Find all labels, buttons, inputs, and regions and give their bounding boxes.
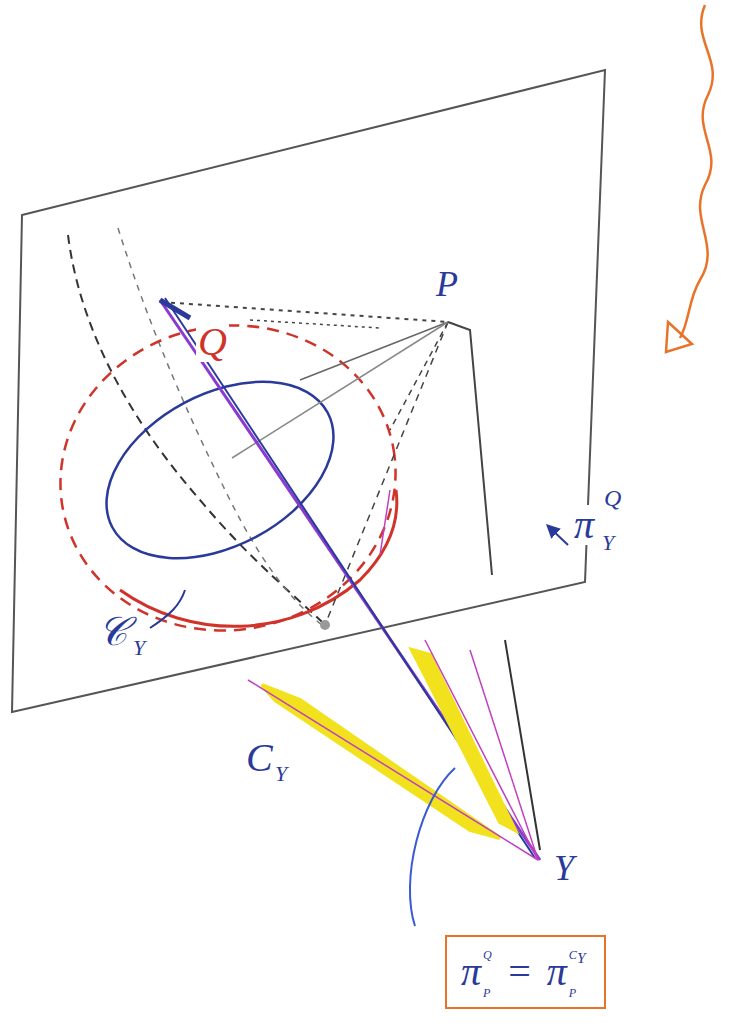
math-label: 𝒞 (96, 612, 129, 652)
projection-ray (162, 302, 448, 322)
formula-symbol: = (506, 949, 533, 994)
cone-edge (248, 680, 538, 860)
superscript: Q (483, 941, 492, 963)
math-label: Q (196, 322, 229, 362)
conic-q (36, 299, 420, 657)
script-stack: QP (483, 941, 492, 1001)
pointer (150, 590, 185, 628)
formula-group: πQP (461, 941, 492, 1001)
math-label: C (244, 738, 275, 778)
point-q (160, 300, 190, 318)
tangent-mark (380, 490, 390, 555)
superscript: CY (569, 941, 586, 963)
formula-symbol: Q (483, 948, 492, 962)
cone-edge (425, 640, 538, 860)
math-label: Y (600, 532, 616, 554)
arrow-head (666, 322, 692, 352)
plane (12, 70, 605, 712)
subscript: P (569, 979, 586, 1001)
light-direction (680, 5, 713, 338)
math-label: Y (273, 763, 289, 785)
math-label: Y (131, 637, 147, 659)
vertex (320, 620, 330, 630)
math-label: Y (552, 850, 576, 886)
formula-group: πCY P (547, 941, 586, 1001)
projection-ray (390, 322, 448, 430)
projection-ray (232, 322, 448, 458)
formula-symbol: P (483, 986, 490, 1000)
pointer-arrow (548, 526, 568, 545)
cone-edge (505, 640, 540, 850)
projection-ray (250, 320, 380, 328)
leader-line (410, 768, 455, 926)
projection-ray (325, 322, 448, 625)
formula-symbol: π (547, 948, 567, 995)
subscript: P (483, 979, 492, 1001)
formula-symbol: P (569, 986, 576, 1000)
projection-ray (300, 322, 448, 380)
line-qy (165, 298, 535, 858)
perpendicular (448, 322, 492, 575)
formula-symbol: Y (577, 949, 586, 966)
math-label: Q (602, 486, 623, 510)
formula-symbol: π (461, 948, 481, 995)
math-label: P (434, 266, 460, 302)
line-qy (160, 300, 540, 860)
script-stack: CY P (569, 941, 586, 1001)
formula-box: πQP=πCYP (445, 935, 606, 1009)
cone-edge (470, 650, 538, 860)
math-label: π (572, 505, 596, 545)
formula-symbol: C (569, 948, 577, 962)
